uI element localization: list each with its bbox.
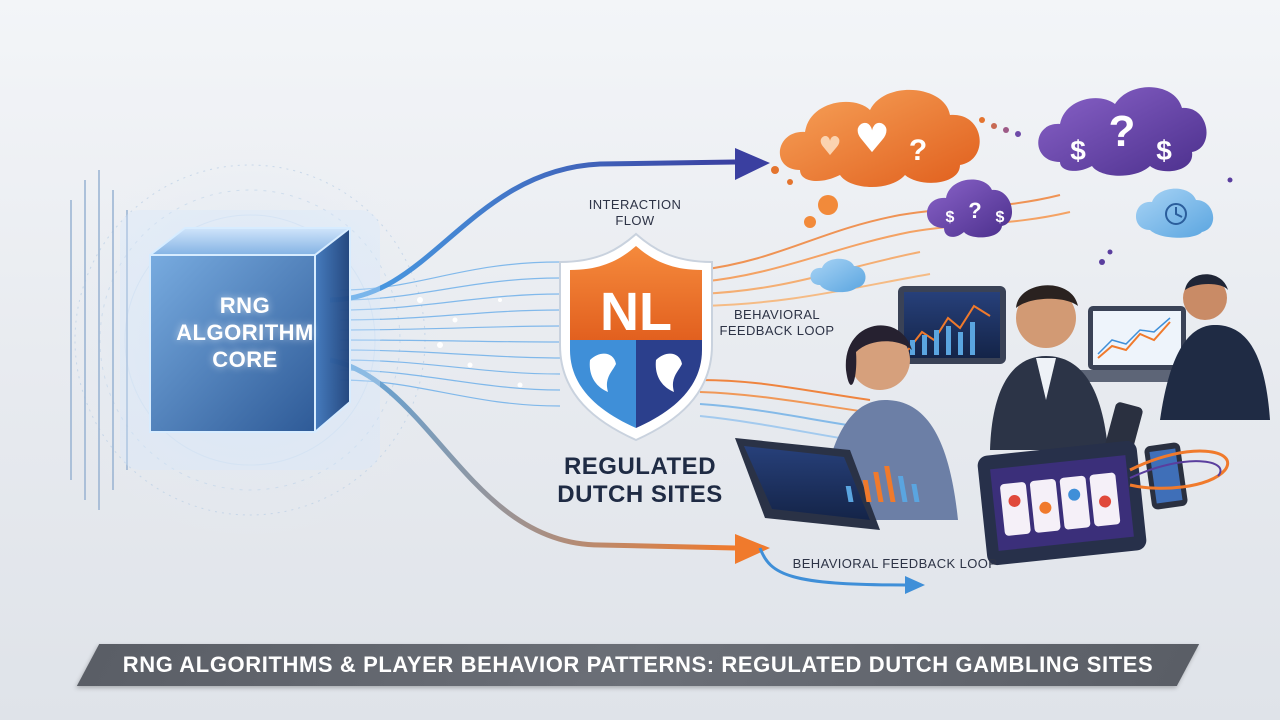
orange-thought-cloud: ♥ ♥ ?: [779, 89, 980, 228]
interaction-flow-arrow: [329, 148, 770, 303]
binary-pattern: [70, 170, 128, 510]
question-icon: ?: [968, 198, 981, 223]
person-center: [990, 285, 1143, 454]
question-icon: ?: [1109, 107, 1136, 156]
nl-shield: NL: [559, 232, 713, 442]
rng-cube: [120, 210, 380, 470]
heart-icon: ♥: [854, 116, 890, 162]
feedback-loop-upper-line-1: BEHAVIORAL: [733, 307, 821, 322]
regulated-dutch-sites-label: REGULATED DUTCH SITES: [540, 453, 740, 509]
orange-cloud-symbol-1: ♥: [818, 132, 841, 162]
lion-icon: [589, 353, 616, 392]
monitor-chart: [898, 286, 1006, 364]
shield-label-line-2: DUTCH SITES: [557, 481, 723, 508]
purple-thought-cloud-small: $ ? $: [926, 179, 1013, 238]
dollar-icon: $: [1070, 135, 1086, 166]
rng-core-label: RNG ALGORITHM CORE: [150, 292, 340, 373]
tablet-chart: [735, 438, 920, 530]
shield-label-line-1: REGULATED: [563, 453, 717, 480]
circuit-nodes: [417, 297, 523, 388]
shield-badge: NL: [600, 282, 672, 342]
lion-icon: [655, 353, 682, 392]
dollar-icon: $: [996, 209, 1005, 226]
person-right: [1160, 274, 1270, 420]
dollar-icon: $: [946, 209, 955, 226]
interaction-flow-label: INTERACTION FLOW: [580, 197, 690, 229]
feedback-loop-lower-label: BEHAVIORAL FEEDBACK LOOP: [792, 556, 998, 571]
feedback-loop-arrow-lower: [329, 357, 925, 594]
rng-core-line-1: RNG: [219, 293, 271, 318]
players-illustration: [735, 274, 1270, 566]
blue-thought-cloud-small: [810, 258, 866, 293]
dollar-icon: $: [1156, 135, 1172, 166]
rng-core-line-3: CORE: [212, 347, 278, 372]
clock-icon: [1165, 203, 1187, 225]
blue-thought-cloud-clock: [1135, 188, 1214, 238]
interaction-flow-line-1: INTERACTION: [588, 197, 682, 212]
dotted-trails: [771, 117, 1233, 265]
page-title: RNG ALGORITHMS & PLAYER BEHAVIOR PATTERN…: [122, 652, 1154, 677]
question-icon: ?: [909, 134, 927, 167]
interaction-flow-line-2: FLOW: [615, 213, 655, 228]
purple-thought-cloud-large: $ ? $: [1038, 87, 1207, 176]
rng-core-line-2: ALGORITHM: [176, 320, 314, 345]
feedback-loop-upper-line-2: FEEDBACK LOOP: [719, 323, 835, 338]
feedback-loop-upper-label: BEHAVIORAL FEEDBACK LOOP: [712, 307, 842, 339]
circuit-lines: [339, 261, 561, 407]
slot-machine-tablet: [977, 440, 1147, 566]
